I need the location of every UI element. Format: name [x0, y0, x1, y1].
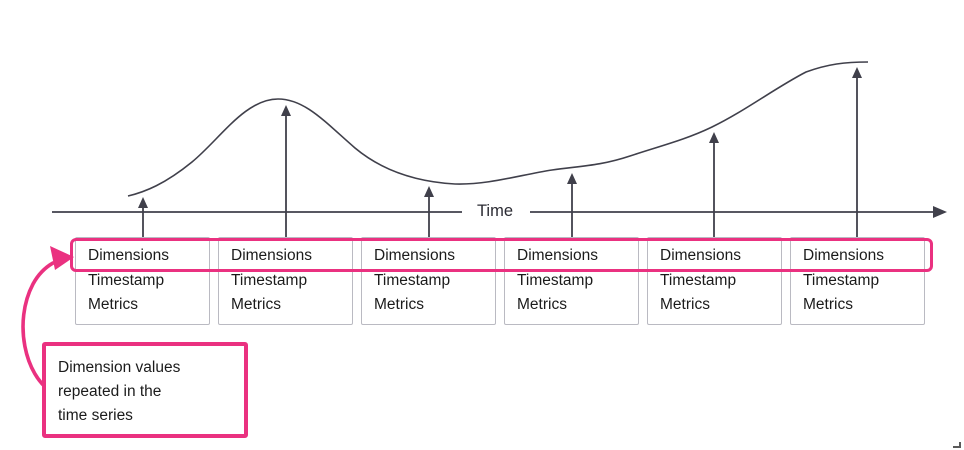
metrics-label: Metrics [803, 296, 853, 313]
timestamp-label: Timestamp [374, 271, 451, 289]
timestamp-label: Timestamp [803, 271, 880, 289]
record-box: Dimensions Timestamp Metrics [504, 237, 639, 325]
timestamp-label: Timestamp [231, 271, 308, 289]
metrics-label: Metrics [660, 296, 710, 313]
sample-arrow-5 [709, 132, 719, 239]
metrics-label: Metrics [517, 296, 567, 313]
axis-arrowhead-icon [933, 206, 947, 218]
time-axis [52, 206, 947, 218]
metrics-label: Metrics [231, 296, 281, 313]
dimensions-label: Dimensions [231, 247, 312, 264]
dimensions-label: Dimensions [660, 247, 741, 264]
metrics-label: Metrics [374, 296, 424, 313]
callout-arrowhead-icon [50, 246, 74, 270]
record-box: Dimensions Timestamp Metrics [218, 237, 353, 325]
record-box: Dimensions Timestamp Metrics [647, 237, 782, 325]
sample-arrow-4 [567, 173, 577, 239]
metrics-label: Metrics [88, 296, 138, 313]
timestamp-label: Timestamp [660, 271, 737, 289]
record-box: Dimensions Timestamp Metrics [361, 237, 496, 325]
callout-box: Dimension values repeated in the time se… [42, 342, 248, 438]
corner-fragment [953, 442, 961, 448]
dimensions-label: Dimensions [374, 247, 455, 264]
callout-arrow [21, 246, 74, 394]
sample-arrow-1 [138, 197, 148, 239]
callout-text-line: Dimension values [58, 359, 181, 376]
timestamp-label: Timestamp [88, 271, 165, 289]
dimensions-label: Dimensions [803, 247, 884, 264]
timestamp-label: Timestamp [517, 271, 594, 289]
sample-arrow-6 [852, 67, 862, 239]
dimensions-label: Dimensions [88, 247, 169, 264]
sample-arrow-3 [424, 186, 434, 239]
dimensions-label: Dimensions [517, 247, 598, 264]
record-boxes-row: Dimensions Timestamp Metrics Dimensions … [75, 237, 925, 325]
callout-text-line: time series [58, 407, 133, 424]
time-series-curve [127, 61, 869, 197]
record-box: Dimensions Timestamp Metrics [790, 237, 925, 325]
callout-text-line: repeated in the [58, 383, 162, 400]
time-axis-label: Time [476, 202, 514, 220]
sample-arrow-2 [281, 105, 291, 239]
record-box: Dimensions Timestamp Metrics [75, 237, 210, 325]
